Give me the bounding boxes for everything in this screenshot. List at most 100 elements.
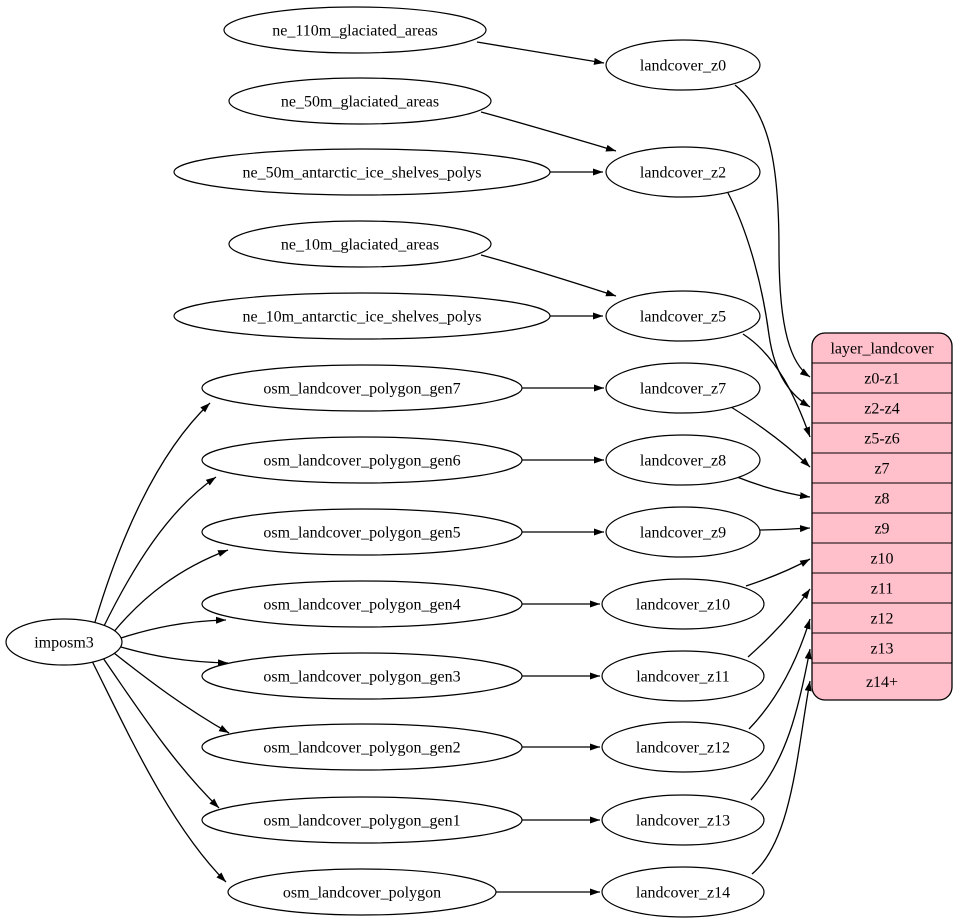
edge-imposm3-to-osm_landcover_polygon_gen4 (120, 616, 227, 639)
record-body (811, 332, 953, 701)
node-label-ne_50m_glaciated_areas: ne_50m_glaciated_areas (281, 94, 439, 111)
node-landcover_z0: landcover_z0 (605, 39, 761, 91)
node-label-osm_landcover_polygon_gen1: osm_landcover_polygon_gen1 (263, 813, 460, 830)
node-label-landcover_z9: landcover_z9 (640, 525, 726, 542)
node-ellipse-landcover_z7 (605, 362, 761, 414)
node-label-landcover_z11: landcover_z11 (636, 669, 730, 686)
node-label-landcover_z7: landcover_z7 (640, 381, 726, 398)
node-ellipse-osm_landcover_polygon (227, 868, 497, 916)
node-label-landcover_z10: landcover_z10 (636, 597, 730, 614)
nodes-layer: imposm3 ne_110m_glaciated_areas ne_50m_gla… (5, 6, 765, 918)
node-ellipse-ne_110m_glaciated_areas (223, 6, 487, 54)
edge-landcover_z12-to-layer_landcover-z12 (748, 618, 811, 730)
record-row-z13: z13 (870, 641, 893, 658)
record-title: layer_landcover (830, 341, 934, 358)
node-ellipse-landcover_z2 (605, 146, 761, 198)
node-label-landcover_z0: landcover_z0 (640, 58, 726, 75)
edge-landcover_z5-to-layer_landcover-z5-z6 (742, 333, 811, 438)
node-ellipse-osm_landcover_polygon_gen3 (201, 652, 523, 700)
edge-imposm3-to-osm_landcover_polygon (91, 660, 227, 883)
node-ellipse-osm_landcover_polygon_gen4 (201, 580, 523, 628)
node-osm_landcover_polygon_gen1: osm_landcover_polygon_gen1 (201, 796, 523, 844)
edge-imposm3-to-osm_landcover_polygon_gen5 (111, 549, 229, 635)
node-osm_landcover_polygon_gen2: osm_landcover_polygon_gen2 (201, 723, 523, 771)
node-label-osm_landcover_polygon_gen4: osm_landcover_polygon_gen4 (263, 597, 460, 614)
node-label-osm_landcover_polygon_gen5: osm_landcover_polygon_gen5 (263, 525, 460, 542)
node-ellipse-osm_landcover_polygon_gen2 (201, 723, 523, 771)
node-label-ne_10m_antarctic_ice_shelves_polys: ne_10m_antarctic_ice_shelves_polys (242, 309, 481, 326)
node-label-ne_10m_glaciated_areas: ne_10m_glaciated_areas (281, 237, 439, 254)
record-row-z10: z10 (870, 551, 893, 568)
edge-landcover_z8-to-layer_landcover-z8 (736, 476, 811, 500)
edge-landcover_z10-to-layer_landcover-z10 (745, 558, 811, 587)
node-label-landcover_z12: landcover_z12 (636, 740, 730, 757)
record-node-layer_landcover: layer_landcoverz0-z1z2-z4z5-z6z7z8z9z10z… (811, 332, 953, 701)
node-ellipse-osm_landcover_polygon_gen7 (201, 364, 523, 412)
node-label-osm_landcover_polygon: osm_landcover_polygon (283, 885, 441, 902)
node-ellipse-landcover_z14 (601, 866, 765, 918)
node-ellipse-landcover_z5 (605, 290, 761, 342)
node-ellipse-ne_50m_glaciated_areas (228, 77, 492, 125)
edge-imposm3-to-osm_landcover_polygon_gen7 (94, 402, 211, 623)
node-landcover_z14: landcover_z14 (601, 866, 765, 918)
node-label-ne_50m_antarctic_ice_shelves_polys: ne_50m_antarctic_ice_shelves_polys (242, 165, 481, 182)
node-landcover_z7: landcover_z7 (605, 362, 761, 414)
node-ellipse-ne_50m_antarctic_ice_shelves_polys (173, 148, 551, 196)
node-landcover_z5: landcover_z5 (605, 290, 761, 342)
node-landcover_z12: landcover_z12 (601, 721, 765, 773)
record-row-z8: z8 (874, 491, 889, 508)
node-label-osm_landcover_polygon_gen7: osm_landcover_polygon_gen7 (263, 381, 460, 398)
record-row-z14+: z14+ (866, 674, 898, 691)
node-label-landcover_z5: landcover_z5 (640, 309, 726, 326)
node-ellipse-landcover_z0 (605, 39, 761, 91)
node-ellipse-landcover_z13 (601, 794, 765, 846)
node-osm_landcover_polygon_gen5: osm_landcover_polygon_gen5 (201, 508, 523, 556)
node-landcover_z9: landcover_z9 (605, 506, 761, 558)
edge-imposm3-to-osm_landcover_polygon_gen3 (120, 646, 229, 667)
node-landcover_z8: landcover_z8 (605, 434, 761, 486)
edge-landcover_z9-to-layer_landcover-z9 (759, 525, 811, 533)
record-row-z9: z9 (874, 521, 889, 538)
node-label-landcover_z2: landcover_z2 (640, 165, 726, 182)
node-label-osm_landcover_polygon_gen6: osm_landcover_polygon_gen6 (263, 453, 460, 470)
node-ne_50m_glaciated_areas: ne_50m_glaciated_areas (228, 77, 492, 125)
edge-landcover_z14-to-layer_landcover-z14+ (751, 680, 812, 875)
record-row-z12: z12 (870, 611, 893, 628)
node-osm_landcover_polygon: osm_landcover_polygon (227, 868, 497, 916)
edge-imposm3-to-osm_landcover_polygon_gen2 (113, 652, 230, 734)
edge-ne_50m_glaciated_areas-to-landcover_z2 (480, 111, 617, 152)
node-landcover_z13: landcover_z13 (601, 794, 765, 846)
node-label-landcover_z8: landcover_z8 (640, 453, 726, 470)
node-ellipse-osm_landcover_polygon_gen6 (201, 436, 523, 484)
node-ne_50m_antarctic_ice_shelves_polys: ne_50m_antarctic_ice_shelves_polys (173, 148, 551, 196)
edge-landcover_z11-to-layer_landcover-z11 (747, 588, 811, 658)
edges-layer (91, 41, 812, 896)
node-label-imposm3: imposm3 (34, 635, 94, 652)
node-ellipse-osm_landcover_polygon_gen1 (201, 796, 523, 844)
node-label-osm_landcover_polygon_gen3: osm_landcover_polygon_gen3 (263, 669, 460, 686)
node-landcover_z10: landcover_z10 (601, 578, 765, 630)
node-ellipse-landcover_z9 (605, 506, 761, 558)
edge-imposm3-to-osm_landcover_polygon_gen6 (102, 476, 217, 629)
record-row-z5-z6: z5-z6 (864, 431, 900, 448)
node-landcover_z2: landcover_z2 (605, 146, 761, 198)
node-ellipse-landcover_z8 (605, 434, 761, 486)
edge-imposm3-to-osm_landcover_polygon_gen1 (102, 657, 220, 809)
node-label-ne_110m_glaciated_areas: ne_110m_glaciated_areas (272, 23, 438, 40)
node-label-osm_landcover_polygon_gen2: osm_landcover_polygon_gen2 (263, 740, 460, 757)
node-ellipse-landcover_z10 (601, 578, 765, 630)
node-label-landcover_z13: landcover_z13 (636, 813, 730, 830)
node-ne_10m_glaciated_areas: ne_10m_glaciated_areas (228, 220, 492, 268)
node-osm_landcover_polygon_gen7: osm_landcover_polygon_gen7 (201, 364, 523, 412)
node-label-landcover_z14: landcover_z14 (636, 885, 730, 902)
node-imposm3: imposm3 (5, 618, 123, 666)
edge-landcover_z2-to-layer_landcover-z2-z4 (726, 190, 811, 408)
node-ellipse-ne_10m_glaciated_areas (228, 220, 492, 268)
node-ellipse-imposm3 (5, 618, 123, 666)
record-row-z7: z7 (874, 461, 889, 478)
record-row-z11: z11 (871, 581, 894, 598)
record-row-z0-z1: z0-z1 (864, 371, 900, 388)
edge-ne_10m_glaciated_areas-to-landcover_z5 (480, 254, 617, 297)
node-landcover_z11: landcover_z11 (601, 650, 765, 702)
